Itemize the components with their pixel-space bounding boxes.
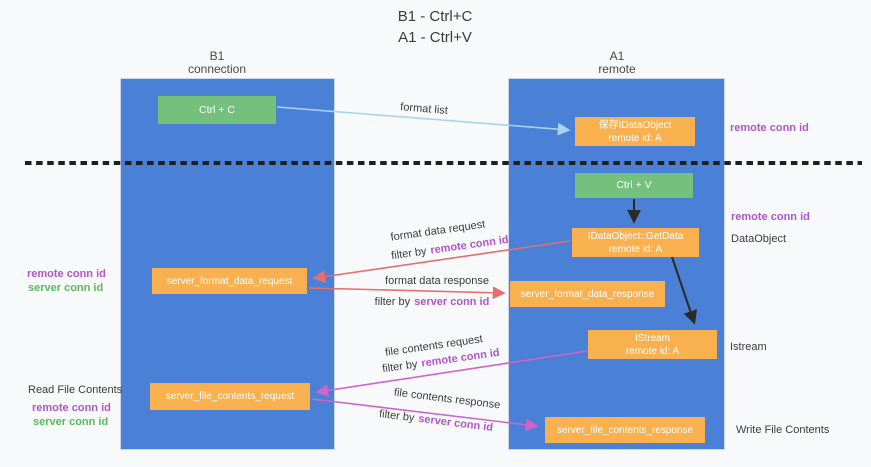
lane-left-header: B1 connection [117, 50, 317, 76]
lane-right-subtitle: remote [598, 62, 636, 76]
diagram-title-line1: B1 - Ctrl+C [397, 8, 473, 25]
filter-by-text: filter by [378, 408, 416, 425]
lane-right-header: A1 remote [517, 50, 717, 76]
node-istream: IStream remote id: A [588, 330, 717, 359]
node-istream-line1: IStream [634, 332, 670, 344]
node-ctrl-c: Ctrl + C [158, 96, 276, 124]
annotation-left-remote-conn-id-top: remote conn id [27, 268, 106, 280]
node-server-format-data-request: server_format_data_request [152, 268, 307, 294]
node-save-idataobject-line1: 保存IDataObject [598, 119, 672, 131]
node-save-idataobject: 保存IDataObject remote id: A [575, 117, 695, 146]
node-ctrl-c-label: Ctrl + C [199, 103, 235, 116]
node-idataobject-getdata-line2: remote id: A [608, 243, 663, 255]
node-server-format-data-response-label: server_format_data_response [520, 288, 655, 300]
filter-by-text: filter by [374, 296, 411, 308]
node-istream-line2: remote id: A [625, 345, 680, 357]
filter-key-server-conn-id: server conn id [414, 296, 490, 308]
annotation-remote-conn-id-mid: remote conn id [731, 211, 810, 223]
annotation-dataobject: DataObject [731, 233, 787, 245]
node-server-format-data-request-label: server_format_data_request [166, 275, 293, 287]
node-server-file-contents-response: server_file_contents_response [545, 417, 705, 443]
annotation-read-file-contents: Read File Contents [28, 384, 123, 396]
annotation-left-server-conn-id-top: server conn id [28, 282, 104, 294]
node-server-file-contents-response-label: server_file_contents_response [556, 424, 694, 436]
node-server-file-contents-request: server_file_contents_request [150, 383, 310, 410]
filter-key-server-conn-id: server conn id [417, 412, 494, 434]
annotation-remote-conn-id-top: remote conn id [730, 122, 809, 134]
edge-label-format-data-response: format data response [385, 275, 489, 287]
node-ctrl-v: Ctrl + V [575, 173, 693, 198]
node-ctrl-v-label: Ctrl + V [616, 179, 652, 191]
edge-label-format-list: format list [399, 101, 449, 117]
annotation-left-remote-conn-id-bottom: remote conn id [32, 402, 111, 414]
annotation-istream: Istream [730, 341, 767, 353]
diagram-title-line2: A1 - Ctrl+V [398, 29, 472, 46]
annotation-left-server-conn-id-bottom: server conn id [33, 416, 109, 428]
lane-left-subtitle: connection [187, 62, 247, 76]
lane-left-name: B1 [209, 49, 225, 63]
node-idataobject-getdata-line1: IDataObject::GetData [587, 230, 684, 242]
filter-by-text: filter by [381, 358, 419, 376]
filter-by-text: filter by [390, 245, 428, 263]
node-idataobject-getdata: IDataObject::GetData remote id: A [572, 228, 699, 257]
lane-right-name: A1 [609, 49, 625, 63]
node-save-idataobject-line2: remote id: A [608, 132, 662, 144]
diagram-title: B1 - Ctrl+C A1 - Ctrl+V [300, 6, 570, 48]
node-server-format-data-response: server_format_data_response [510, 281, 665, 307]
node-server-file-contents-request-label: server_file_contents_request [165, 391, 295, 402]
annotation-write-file-contents: Write File Contents [736, 424, 830, 436]
